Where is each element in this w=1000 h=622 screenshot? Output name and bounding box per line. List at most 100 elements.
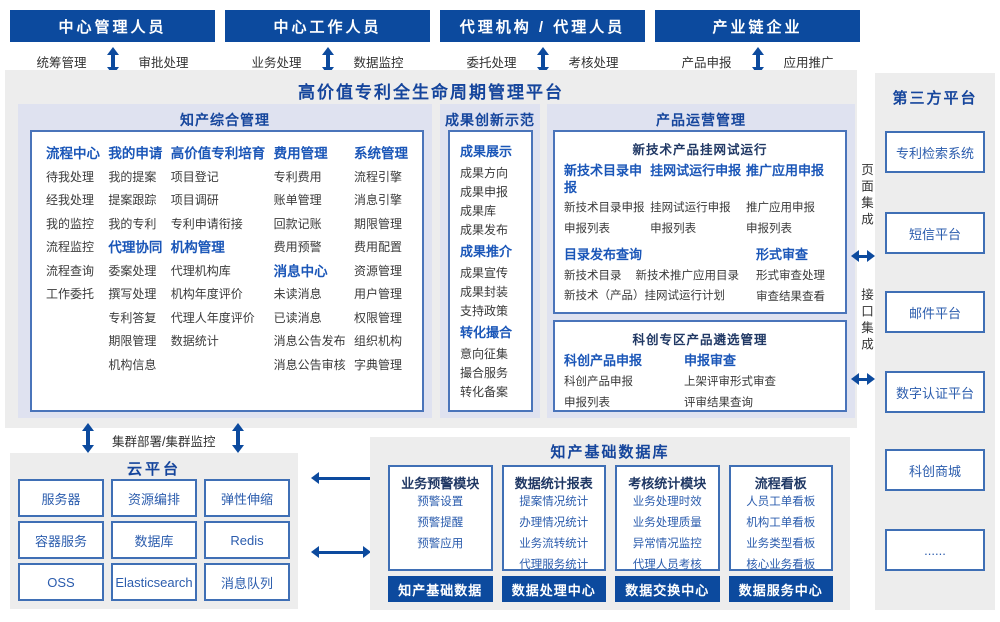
menu-item: 专利申请衔接 xyxy=(170,216,243,231)
database-title: 知产基础数据库 xyxy=(550,444,670,461)
menu-item: 代理机构库 xyxy=(170,263,231,278)
formal-review-block: 形式审查 形式审查处理审查结果查看 xyxy=(756,244,825,308)
cloud-service-box: Elasticsearch xyxy=(111,563,197,601)
menu-group-header: 流程中心 xyxy=(46,146,100,161)
menu-column: 推广应用申报推广应用申报申报列表 xyxy=(746,162,836,240)
actor-role-label: 应用推广 xyxy=(783,55,834,70)
catalog-query-block: 目录发布查询 新技术目录新技术推广应用目录新技术（产品）挂网试运行计划 xyxy=(564,244,756,308)
menu-item: 费用预警 xyxy=(273,240,322,254)
platform-panel: 高价值专利全生命周期管理平台 知产综合管理 流程中心待我处理经我处理我的监控流程… xyxy=(5,70,857,428)
menu-group-header: 数据统计报表 xyxy=(514,476,593,491)
database-center-bar: 知产基础数据 xyxy=(388,576,493,602)
ip-management-menu: 流程中心待我处理经我处理我的监控流程监控流程查询工作委托我的申请我的提案提案跟踪… xyxy=(30,130,424,412)
actor-role-label: 审批处理 xyxy=(138,55,189,70)
menu-column: 费用管理专利费用账单管理回款记账费用预警消息中心未读消息已读消息消息公告发布消息… xyxy=(274,142,346,400)
menu-item: 字典管理 xyxy=(353,357,402,372)
section-ip-management: 知产综合管理 流程中心待我处理经我处理我的监控流程监控流程查询工作委托我的申请我… xyxy=(18,104,432,418)
left-arrow-icon xyxy=(311,472,371,484)
menu-item: 权限管理 xyxy=(353,310,402,325)
third-party-item: 专利检索系统 xyxy=(885,131,985,173)
menu-item: 预警设置 xyxy=(417,496,464,508)
menu-group-header: 高价值专利培育 xyxy=(170,146,266,161)
cloud-service-box: OSS xyxy=(18,563,104,601)
actor-role-label: 委托处理 xyxy=(466,55,517,70)
menu-item: 业务处理质量 xyxy=(632,517,702,529)
subbox-title: 新技术产品挂网试运行 xyxy=(632,143,768,157)
database-center-bar: 数据交换中心 xyxy=(615,576,720,602)
menu-item: 组织机构 xyxy=(353,334,402,348)
database-panel: 知产基础数据库 业务预警模块预警设置预警提醒预警应用数据统计报表提案情况统计办理… xyxy=(370,437,850,610)
menu-item: 业务类型看板 xyxy=(746,538,816,550)
subbox-title: 科创专区产品遴选管理 xyxy=(632,333,768,347)
menu-group-header: 费用管理 xyxy=(273,146,328,161)
menu-column: 挂网试运行申报挂网试运行申报申报列表 xyxy=(650,162,746,240)
double-arrow-vertical-icon xyxy=(82,423,94,453)
cloud-service-box: 服务器 xyxy=(18,479,104,517)
actor-title: 中心工作人员 xyxy=(225,10,430,42)
menu-item: 账单管理 xyxy=(273,193,322,207)
menu-group-header: 机构管理 xyxy=(170,240,225,255)
menu-item: 机构信息 xyxy=(108,357,157,372)
menu-group-header: 挂网试运行申报 xyxy=(650,163,742,178)
menu-column: 申报审查上架评审形式审查评审结果查询 xyxy=(684,350,776,414)
page-integration-label: 页面集成 xyxy=(859,163,873,229)
third-party-item: 邮件平台 xyxy=(885,291,985,333)
achievement-menu: 成果展示成果方向成果申报成果库成果发布成果推介成果宣传成果封装支持政策转化撮合意… xyxy=(448,130,533,412)
menu-item: 流程引擎 xyxy=(353,169,402,184)
menu-item: 专利答复 xyxy=(108,310,157,325)
subbox-online-trial: 新技术产品挂网试运行 新技术目录申报新技术目录申报申报列表挂网试运行申报挂网试运… xyxy=(553,130,847,314)
menu-item: 项目登记 xyxy=(170,169,219,184)
actor-role-label: 业务处理 xyxy=(251,55,302,70)
menu-item: 成果库 xyxy=(460,204,497,218)
menu-item: 挂网试运行申报 xyxy=(650,202,731,214)
menu-item: 评审结果查询 xyxy=(684,397,753,409)
menu-item: 预警提醒 xyxy=(417,517,464,529)
menu-group-header: 形式审查 xyxy=(756,247,809,262)
actor-title: 产业链企业 xyxy=(655,10,860,42)
menu-item: 委案处理 xyxy=(108,263,157,278)
menu-item: 新技术目录 xyxy=(564,270,622,282)
menu-group-header: 转化撮合 xyxy=(460,325,513,340)
database-module: 业务预警模块预警设置预警提醒预警应用 xyxy=(388,465,493,571)
actor-labels: 统筹管理 审批处理 xyxy=(10,46,215,76)
menu-item: 提案跟踪 xyxy=(108,193,157,207)
menu-item: 科创产品申报 xyxy=(564,376,633,388)
menu-item: 人员工单看板 xyxy=(746,496,816,508)
subbox-columns: 新技术目录申报新技术目录申报申报列表挂网试运行申报挂网试运行申报申报列表推广应用… xyxy=(555,158,845,240)
menu-item: 形式审查处理 xyxy=(756,270,825,282)
subbox-columns: 科创产品申报科创产品申报申报列表申报审查上架评审形式审查评审结果查询 xyxy=(555,348,845,414)
cluster-label: 集群部署/集群监控 xyxy=(112,435,216,449)
database-center-bar: 数据处理中心 xyxy=(501,576,606,602)
menu-item: 撮合服务 xyxy=(460,366,509,380)
menu-group-header: 目录发布查询 xyxy=(564,247,643,262)
actor-group: 中心工作人员业务处理数据监控 xyxy=(225,10,430,76)
menu-column: 科创产品申报科创产品申报申报列表 xyxy=(564,350,684,414)
menu-item: 机构年度评价 xyxy=(170,287,243,301)
menu-item: 我的专利 xyxy=(108,216,157,231)
section-title: 成果创新示范 xyxy=(445,112,535,128)
menu-column: 高价值专利培育项目登记项目调研专利申请衔接机构管理代理机构库机构年度评价代理人年… xyxy=(171,142,266,400)
database-module: 数据统计报表提案情况统计办理情况统计业务流转统计代理服务统计 xyxy=(501,465,606,571)
platform-title: 高价值专利全生命周期管理平台 xyxy=(298,83,564,102)
third-party-item: 短信平台 xyxy=(885,212,985,254)
cloud-service-box: Redis xyxy=(204,521,290,559)
menu-item: 成果宣传 xyxy=(460,266,509,280)
menu-item: 推广应用申报 xyxy=(745,202,815,214)
cloud-title: 云平台 xyxy=(126,461,181,478)
actor-role-label: 统筹管理 xyxy=(36,55,87,70)
menu-item: 费用配置 xyxy=(353,240,402,254)
menu-item: 核心业务看板 xyxy=(746,559,816,571)
menu-item: 转化备案 xyxy=(460,385,509,399)
menu-item: 异常情况监控 xyxy=(632,538,702,550)
menu-item: 申报列表 xyxy=(745,223,792,235)
actor-group: 产业链企业产品申报应用推广 xyxy=(655,10,860,76)
menu-item: 机构工单看板 xyxy=(746,517,816,529)
menu-item: 成果申报 xyxy=(460,185,509,199)
menu-item: 上架评审形式审查 xyxy=(684,376,776,388)
third-party-item: 数字认证平台 xyxy=(885,371,985,413)
menu-item: 待我处理 xyxy=(46,169,95,184)
menu-group-header: 考核统计模块 xyxy=(628,476,707,491)
menu-item: 新技术（产品）挂网试运行计划 xyxy=(564,290,725,302)
review-items: 形式审查处理审查结果查看 xyxy=(756,266,825,308)
